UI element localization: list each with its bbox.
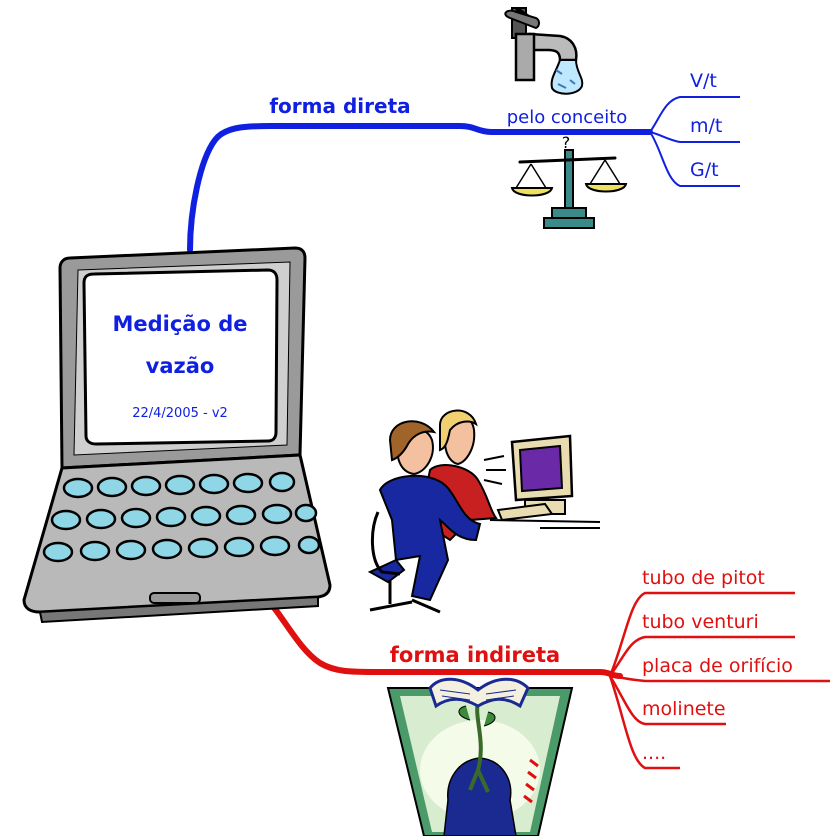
direct-item-1[interactable]: V/t [690, 70, 717, 92]
people-at-computer-icon [367, 409, 601, 614]
svg-text:?: ? [562, 133, 571, 152]
indirect-branch [265, 591, 830, 770]
indirect-item-5[interactable]: .... [642, 742, 666, 764]
keyboard [42, 471, 321, 563]
direct-item-2[interactable]: m/t [690, 115, 722, 137]
faucet-icon [504, 7, 584, 95]
indirect-branch-label[interactable]: forma indireta [390, 643, 560, 667]
laptop-icon [22, 246, 332, 624]
central-topic-title-line2: vazão [146, 354, 215, 378]
direct-branch [187, 96, 740, 253]
book-head-icon [386, 677, 574, 836]
indirect-item-2[interactable]: tubo venturi [642, 611, 759, 633]
direct-branch-label[interactable]: forma direta [269, 94, 410, 118]
indirect-item-1[interactable]: tubo de pitot [642, 567, 765, 589]
indirect-item-4[interactable]: molinete [642, 698, 726, 720]
central-topic-subtitle: 22/4/2005 - v2 [132, 406, 228, 421]
balance-scale-icon: ? [510, 133, 628, 229]
central-topic-title-line1: Medição de [112, 312, 247, 336]
direct-item-3[interactable]: G/t [690, 159, 719, 181]
indirect-item-3[interactable]: placa de orifício [642, 655, 793, 677]
direct-sub-label[interactable]: pelo conceito [507, 107, 628, 128]
